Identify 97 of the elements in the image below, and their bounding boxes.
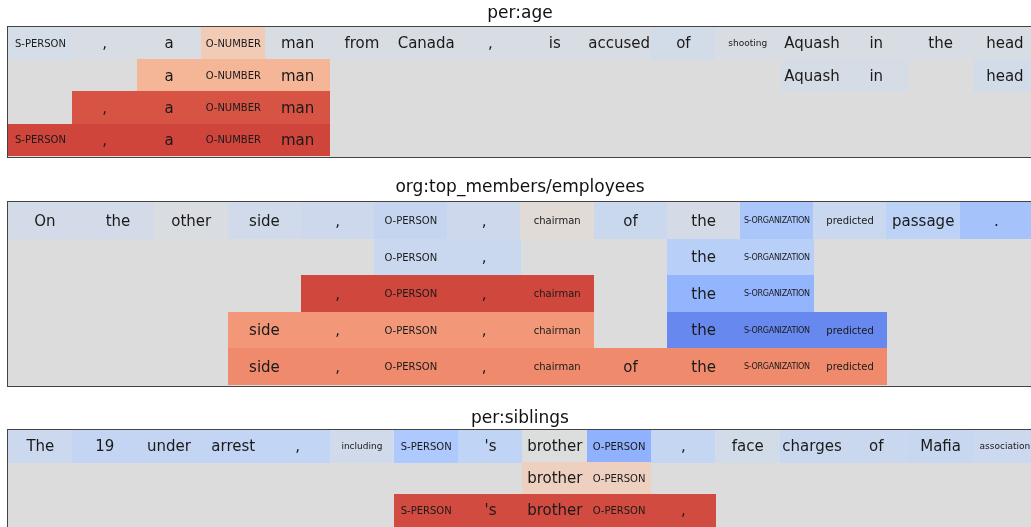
- token-cell: S-PERSON: [8, 123, 73, 157]
- token-cell: shooting: [715, 27, 781, 60]
- token-cell: the: [908, 27, 973, 60]
- token-cell: ,: [300, 311, 375, 349]
- token-cell: from: [329, 27, 395, 60]
- token-cell: predicted: [813, 348, 887, 386]
- token-cell: the: [666, 348, 741, 386]
- token-cell: chairman: [520, 311, 595, 349]
- token-cell: 's: [458, 494, 523, 527]
- token-cell: man: [265, 123, 330, 157]
- token-cell: man: [265, 59, 330, 92]
- token-cell: ,: [300, 202, 375, 240]
- token-cell: a: [136, 91, 202, 125]
- token-cell: under: [136, 430, 202, 463]
- token-cell: predicted: [813, 311, 887, 349]
- token-cell: accused: [586, 27, 652, 60]
- token-cell: association: [972, 430, 1031, 463]
- token-cell: face: [715, 430, 781, 463]
- token-cell: man: [265, 27, 330, 60]
- token-cell: of: [593, 348, 668, 386]
- token-cell: of: [593, 202, 668, 240]
- token-cell: ,: [300, 348, 375, 386]
- token-cell: of: [843, 430, 909, 463]
- token-cell: O-PERSON: [586, 494, 652, 527]
- token-cell: ,: [651, 430, 716, 463]
- token-cell: the: [666, 238, 741, 276]
- token-cell: a: [136, 123, 202, 157]
- panel-title: per:siblings: [470, 407, 570, 427]
- token-cell: ,: [458, 27, 523, 60]
- token-cell: side: [227, 311, 302, 349]
- token-cell: chairman: [520, 202, 595, 240]
- token-cell: is: [522, 27, 588, 60]
- token-cell: ,: [265, 430, 330, 463]
- token-cell: Canada: [393, 27, 459, 60]
- token-cell: in: [843, 27, 909, 60]
- token-cell: ,: [72, 91, 138, 125]
- token-cell: .: [959, 202, 1031, 240]
- token-cell: O-PERSON: [374, 348, 448, 386]
- token-cell: charges: [779, 430, 845, 463]
- token-cell: O-NUMBER: [200, 91, 266, 125]
- token-cell: O-NUMBER: [200, 59, 266, 92]
- token-cell: of: [651, 27, 716, 60]
- token-cell: man: [265, 91, 330, 125]
- token-cell: 19: [72, 430, 138, 463]
- token-cell: head: [972, 59, 1031, 92]
- token-cell: the: [666, 275, 741, 313]
- token-cell: other: [154, 202, 229, 240]
- token-cell: ,: [72, 123, 138, 157]
- token-cell: Aquash: [779, 27, 845, 60]
- token-cell: ,: [447, 238, 521, 276]
- token-cell: The: [8, 430, 73, 463]
- token-cell: S-PERSON: [8, 27, 73, 60]
- token-cell: S-ORGANIZATION: [740, 348, 814, 386]
- token-cell: passage: [886, 202, 961, 240]
- token-cell: chairman: [520, 275, 595, 313]
- token-cell: the: [666, 202, 741, 240]
- token-cell: On: [8, 202, 82, 240]
- token-cell: O-NUMBER: [200, 27, 266, 60]
- token-cell: O-PERSON: [374, 202, 448, 240]
- token-cell: head: [972, 27, 1031, 60]
- token-cell: ,: [447, 275, 521, 313]
- token-cell: Mafia: [908, 430, 973, 463]
- token-cell: arrest: [200, 430, 266, 463]
- token-cell: S-ORGANIZATION: [740, 238, 814, 276]
- token-cell: ,: [72, 27, 138, 60]
- token-cell: O-NUMBER: [200, 123, 266, 157]
- token-cell: Aquash: [779, 59, 845, 92]
- token-cell: brother: [522, 462, 588, 495]
- token-cell: brother: [522, 494, 588, 527]
- token-cell: the: [81, 202, 155, 240]
- token-cell: in: [843, 59, 909, 92]
- token-cell: ,: [300, 275, 375, 313]
- token-cell: ,: [447, 202, 521, 240]
- token-cell: S-ORGANIZATION: [740, 275, 814, 313]
- token-cell: S-PERSON: [393, 430, 459, 463]
- token-cell: ,: [447, 311, 521, 349]
- token-cell: O-PERSON: [374, 311, 448, 349]
- token-cell: side: [227, 202, 302, 240]
- token-cell: including: [329, 430, 395, 463]
- token-cell: ,: [651, 494, 716, 527]
- token-cell: 's: [458, 430, 523, 463]
- token-cell: O-PERSON: [586, 462, 652, 495]
- token-cell: S-PERSON: [393, 494, 459, 527]
- token-cell: a: [136, 59, 202, 92]
- token-cell: S-ORGANIZATION: [740, 202, 814, 240]
- token-cell: chairman: [520, 348, 595, 386]
- token-cell: ,: [447, 348, 521, 386]
- token-cell: O-PERSON: [374, 275, 448, 313]
- token-cell: O-PERSON: [586, 430, 652, 463]
- panel-title: per:age: [486, 2, 554, 22]
- token-cell: side: [227, 348, 302, 386]
- token-cell: S-ORGANIZATION: [740, 311, 814, 349]
- token-cell: O-PERSON: [374, 238, 448, 276]
- panel-title: org:top_members/employees: [394, 176, 646, 196]
- token-cell: a: [136, 27, 202, 60]
- token-cell: the: [666, 311, 741, 349]
- token-cell: predicted: [813, 202, 887, 240]
